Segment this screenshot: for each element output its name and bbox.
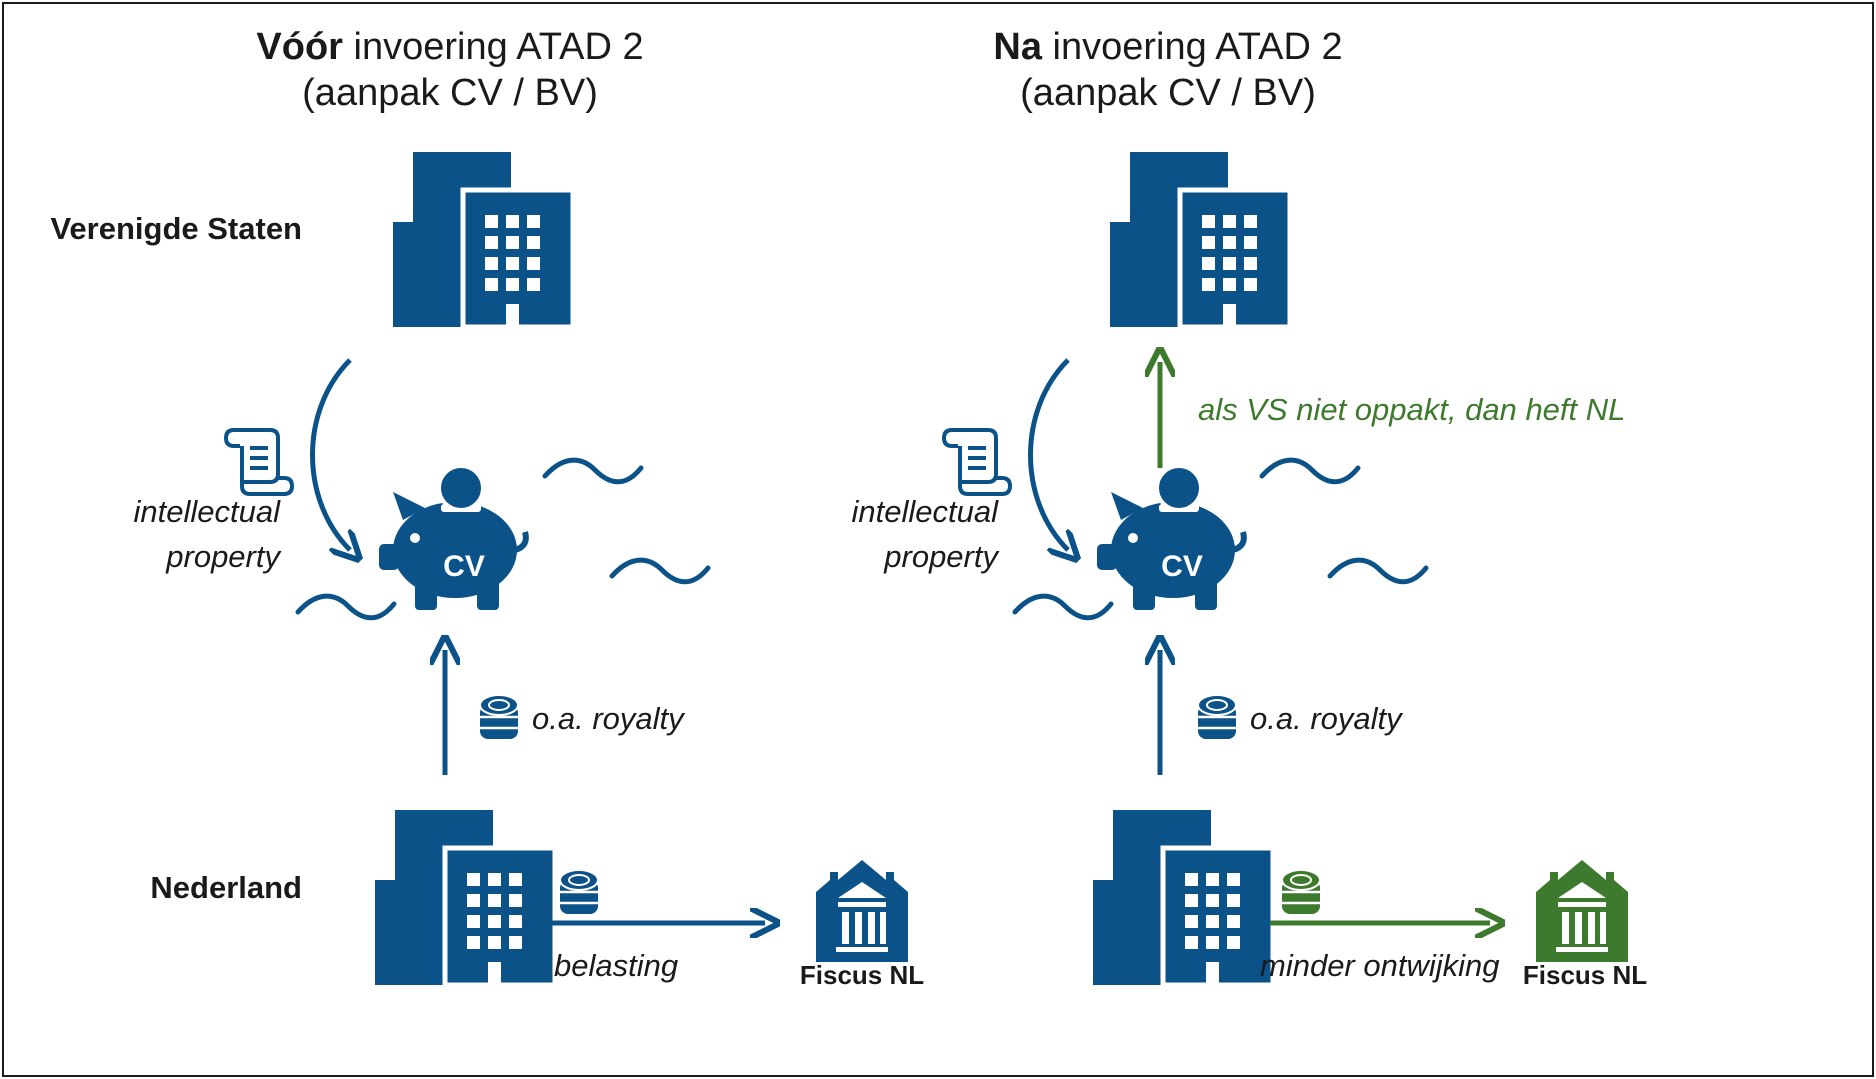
subtitle-left: (aanpak CV / BV)	[302, 72, 598, 114]
piggy-bank-icon-left	[379, 466, 526, 610]
minder-ontwijking-label: minder ontwijking	[1260, 948, 1500, 983]
ip-label-line1-left: intellectual	[133, 494, 280, 529]
title-left-rest: invoering ATAD 2	[342, 26, 644, 68]
nl-building-icon-right	[1093, 810, 1273, 985]
nl-building-icon-left	[375, 810, 555, 985]
belasting-label: belasting	[554, 948, 679, 983]
title-right-rest: invoering ATAD 2	[1041, 26, 1343, 68]
scroll-icon-left	[224, 428, 294, 496]
title-left-bold: Vóór	[256, 26, 343, 68]
coins-icon-tax-right	[1280, 868, 1322, 916]
wave-icon	[1015, 596, 1111, 618]
wave-icon	[545, 460, 641, 482]
country-label-nl: Nederland	[150, 870, 302, 905]
wave-icon	[1262, 460, 1358, 482]
subtitle-right: (aanpak CV / BV)	[1020, 72, 1316, 114]
ip-transfer-arrow-left	[310, 358, 351, 550]
cv-label-left: CV	[443, 550, 485, 583]
bank-icon-fiscus-left	[816, 860, 908, 962]
coins-icon-tax-left	[558, 868, 600, 916]
coins-icon-royalty-right	[1196, 693, 1238, 741]
ip-transfer-arrow-right	[1028, 358, 1069, 550]
cv-label-right: CV	[1161, 550, 1203, 583]
vs-note-label: als VS niet oppakt, dan heft NL	[1198, 392, 1626, 427]
ip-label-line1-right: intellectual	[851, 494, 998, 529]
us-building-icon-left	[393, 152, 573, 327]
scroll-icon-right	[942, 428, 1012, 496]
title-right: Na invoering ATAD 2	[818, 28, 1518, 66]
coins-icon-royalty-left	[478, 693, 520, 741]
us-building-icon-right	[1110, 152, 1290, 327]
fiscus-label-right: Fiscus NL	[1522, 960, 1648, 990]
fiscus-label-left: Fiscus NL	[799, 960, 925, 990]
country-label-us: Verenigde Staten	[50, 211, 302, 246]
ip-label-line2-right: property	[884, 539, 998, 574]
title-left: Vóór invoering ATAD 2	[100, 28, 800, 66]
ip-label-line2-left: property	[166, 539, 280, 574]
wave-icon	[298, 596, 394, 618]
royalty-label-right: o.a. royalty	[1250, 701, 1402, 736]
wave-icon	[1330, 560, 1426, 582]
royalty-label-left: o.a. royalty	[532, 701, 684, 736]
bank-icon-fiscus-right	[1536, 860, 1628, 962]
wave-icon	[612, 560, 708, 582]
title-right-bold: Na	[993, 26, 1042, 68]
piggy-bank-icon-right	[1097, 466, 1244, 610]
